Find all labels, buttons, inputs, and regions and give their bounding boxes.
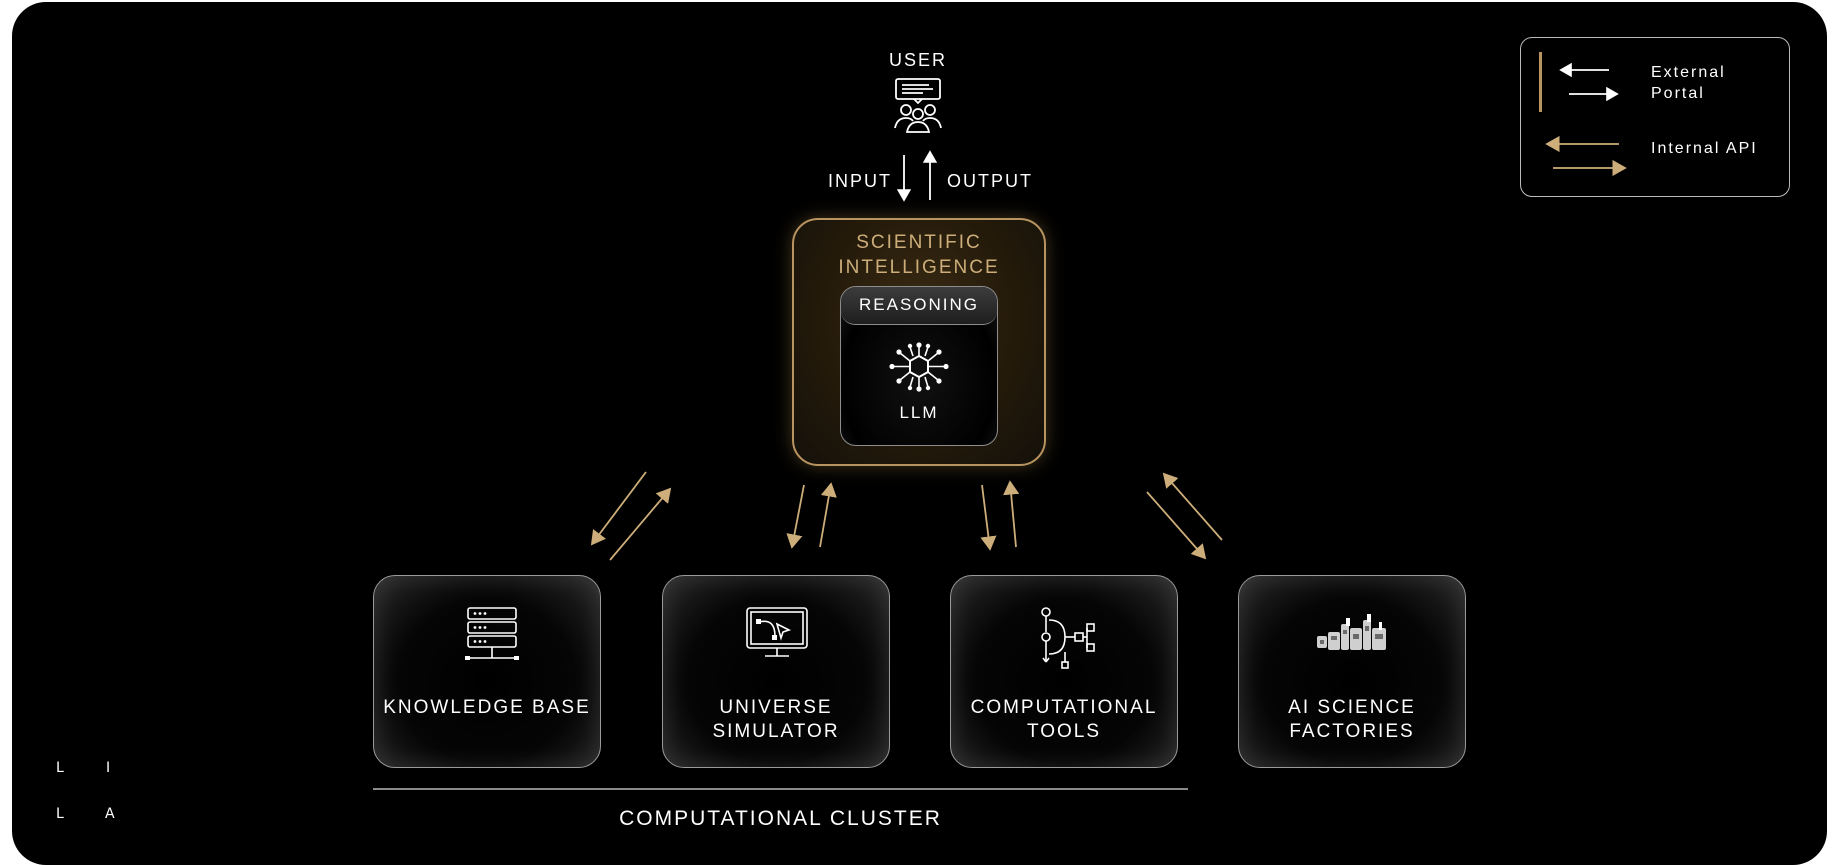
lila-logo: L I L A	[56, 760, 136, 822]
legend-external-portal-label: External Portal	[1651, 64, 1726, 102]
api-arrow-af-down	[1146, 491, 1207, 560]
computational-cluster-label: COMPUTATIONAL CLUSTER	[619, 807, 942, 830]
robotic-lab-icon	[1317, 614, 1386, 650]
knowledge-base-card: KNOWLEDGE BASE	[373, 575, 601, 768]
external-portal-arrows-icon	[1539, 52, 1619, 112]
user-label: USER	[888, 50, 947, 70]
computational-tools-label: COMPUTATIONAL TOOLS	[970, 697, 1158, 742]
reasoning-header: REASONING	[841, 287, 997, 325]
input-label: INPUT	[828, 171, 892, 191]
ai-science-factories-label: AI SCIENCE FACTORIES	[1288, 697, 1416, 742]
api-arrow-kb-up	[609, 487, 672, 561]
legend: External Portal Internal API	[1520, 37, 1790, 197]
flow-tools-icon	[1041, 607, 1095, 669]
output-label: OUTPUT	[947, 171, 1033, 191]
reasoning-label: REASONING	[858, 295, 980, 314]
neural-network-icon	[889, 342, 949, 392]
connector-arrows	[590, 150, 1223, 561]
universe-simulator-label: UNIVERSE SIMULATOR	[712, 697, 840, 742]
universe-simulator-card: UNIVERSE SIMULATOR	[662, 575, 890, 768]
logo-letter: A	[105, 806, 115, 822]
api-arrow-us-up	[819, 482, 837, 548]
internal-api-arrows-icon	[1545, 135, 1627, 177]
diagram-canvas: USER INPUT OUTPUT SCIENTIFIC INTELLIGENC…	[12, 2, 1827, 865]
api-arrow-kb-down	[590, 471, 647, 546]
scientific-intelligence-title: SCIENTIFIC INTELLIGENCE	[838, 232, 1000, 278]
cluster-divider	[373, 788, 1188, 790]
logo-letter: L	[56, 760, 64, 776]
legend-internal-api-label: Internal API	[1651, 140, 1758, 157]
database-server-icon	[465, 607, 519, 660]
api-arrow-ct-up	[1003, 480, 1020, 548]
reasoning-box: REASONING	[840, 286, 998, 446]
api-arrow-ct-down	[980, 484, 997, 551]
logo-letter: L	[56, 806, 64, 822]
api-arrow-us-down	[786, 484, 805, 549]
ai-science-factories-card: AI SCIENCE FACTORIES	[1238, 575, 1466, 768]
logo-letter: I	[106, 760, 111, 776]
monitor-curve-icon	[746, 607, 808, 657]
users-presentation-icon	[894, 78, 942, 133]
llm-label: LLM	[899, 403, 939, 422]
scientific-intelligence-box: SCIENTIFIC INTELLIGENCE REASONING	[792, 218, 1046, 466]
knowledge-base-label: KNOWLEDGE BASE	[383, 697, 591, 718]
api-arrow-af-up	[1162, 472, 1223, 541]
computational-tools-card: COMPUTATIONAL TOOLS	[950, 575, 1178, 768]
